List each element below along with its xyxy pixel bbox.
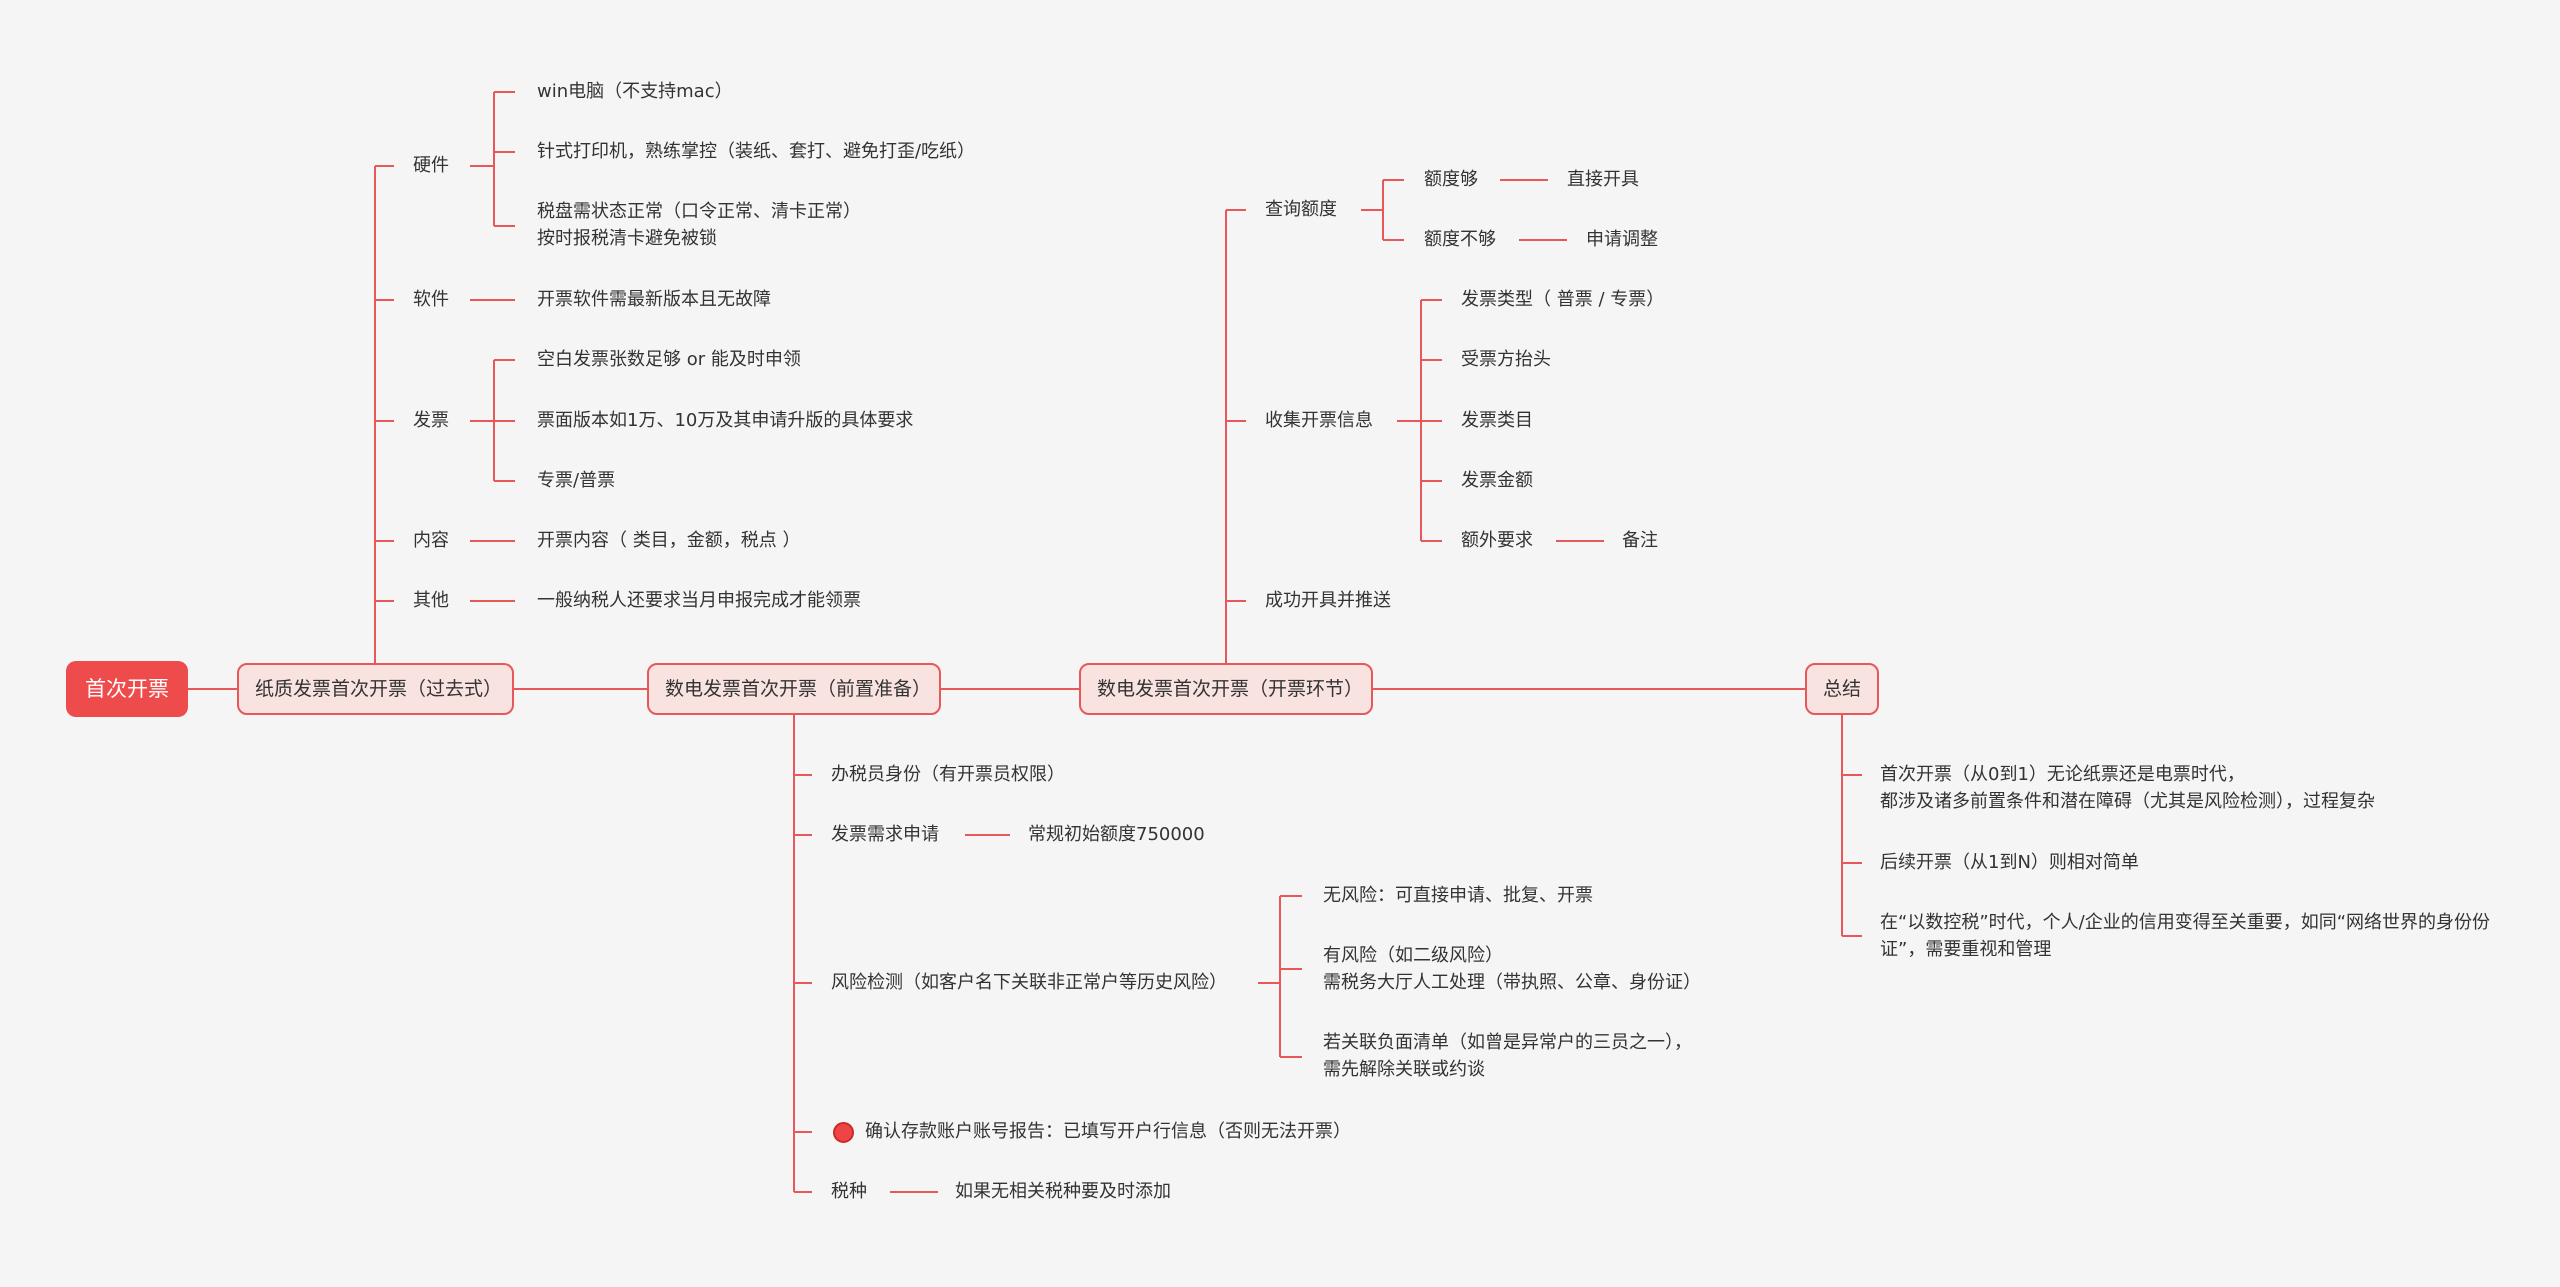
topic-invoice: 发票 [413,410,449,431]
topic-account: 确认存款账户账号报告：已填写开户行信息（否则无法开票） [865,1121,1351,1142]
topic-tax: 税种 [831,1181,867,1202]
leaf-tax: 如果无相关税种要及时添加 [955,1181,1171,1202]
topic-other: 其他 [413,590,449,611]
leaf-invoice-version: 票面版本如1万、10万及其申请升版的具体要求 [537,410,914,431]
topic-content: 内容 [413,530,449,551]
leaf-negative-list-line2: 需先解除关联或约谈 [1323,1059,1485,1080]
leaf-invoice-kind: 发票类型（ 普票 / 专票） [1461,289,1665,310]
leaf-negative-list: 若关联负面清单（如曾是异常户的三员之一）， [1323,1032,1692,1053]
leaf-tax-disk: 税盘需状态正常（口令正常、清卡正常） [537,201,861,222]
leaf-invoice-type: 专票/普票 [537,470,616,491]
leaf-quota-not-enough: 额度不够 [1424,229,1496,250]
branch-paper-invoice[interactable]: 纸质发票首次开票（过去式） [237,663,514,715]
summary-point-1-line2: 都涉及诸多前置条件和潜在障碍（尤其是风险检测），过程复杂 [1880,791,2375,812]
leaf-win-pc: win电脑（不支持mac） [537,81,733,102]
leaf-demand: 常规初始额度750000 [1028,824,1205,845]
topic-quota: 查询额度 [1265,199,1337,220]
leaf-apply-adjust: 申请调整 [1586,229,1658,250]
topic-hardware: 硬件 [413,155,449,176]
leaf-issue-directly: 直接开具 [1567,169,1639,190]
topic-success: 成功开具并推送 [1265,590,1391,611]
leaf-has-risk-line2: 需税务大厅人工处理（带执照、公章、身份证） [1323,972,1701,993]
summary-point-1: 首次开票（从0到1）无论纸票还是电票时代， [1880,764,2245,785]
summary-point-3-line2: 证”，需要重视和管理 [1880,939,2052,960]
root-node[interactable]: 首次开票 [66,661,188,717]
topic-demand: 发票需求申请 [831,824,939,845]
topic-software: 软件 [413,289,449,310]
leaf-invoice-category: 发票类目 [1461,410,1533,431]
branch-digital-issue[interactable]: 数电发票首次开票（开票环节） [1079,663,1373,715]
leaf-remark: 备注 [1622,530,1658,551]
leaf-content: 开票内容（ 类目，金额，税点 ） [537,530,801,551]
leaf-extra-request: 额外要求 [1461,530,1533,551]
summary-point-2: 后续开票（从1到N）则相对简单 [1880,852,2139,873]
topic-identity: 办税员身份（有开票员权限） [831,764,1065,785]
branch-digital-prep[interactable]: 数电发票首次开票（前置准备） [647,663,941,715]
flag-marker-icon [833,1122,854,1143]
leaf-has-risk: 有风险（如二级风险） [1323,945,1503,966]
leaf-invoice-amount: 发票金额 [1461,470,1533,491]
leaf-software: 开票软件需最新版本且无故障 [537,289,771,310]
leaf-no-risk: 无风险：可直接申请、批复、开票 [1323,885,1593,906]
leaf-blank-invoice: 空白发票张数足够 or 能及时申领 [537,349,801,370]
branch-summary[interactable]: 总结 [1805,663,1879,715]
leaf-tax-disk-line2: 按时报税清卡避免被锁 [537,228,717,249]
leaf-other: 一般纳税人还要求当月申报完成才能领票 [537,590,861,611]
topic-collect: 收集开票信息 [1265,410,1373,431]
leaf-dot-printer: 针式打印机，熟练掌控（装纸、套打、避免打歪/吃纸） [537,141,976,162]
summary-point-3: 在“以数控税”时代，个人/企业的信用变得至关重要，如同“网络世界的身份份 [1880,912,2491,933]
leaf-buyer-title: 受票方抬头 [1461,349,1551,370]
leaf-quota-enough: 额度够 [1424,169,1478,190]
topic-risk: 风险检测（如客户名下关联非正常户等历史风险） [831,972,1227,993]
